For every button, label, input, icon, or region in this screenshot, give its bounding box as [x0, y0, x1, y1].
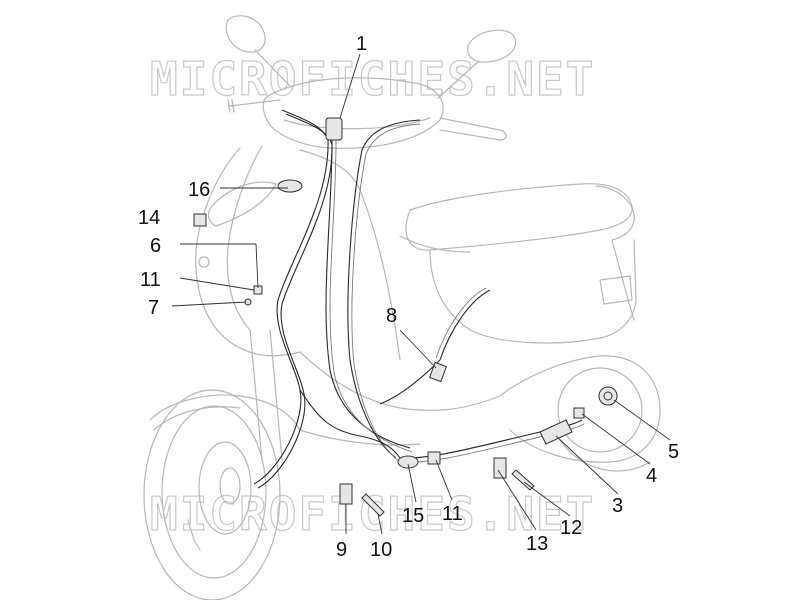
callout-15: 15 [402, 505, 424, 527]
watermark-bottom: MICROFICHES.NET [150, 487, 595, 541]
watermark-top: MICROFICHES.NET [150, 52, 595, 106]
callout-11-left: 11 [140, 269, 161, 291]
callout-7: 7 [148, 297, 159, 319]
callout-1: 1 [356, 33, 367, 55]
cable-assembly [193, 109, 618, 517]
leader-lines [171, 53, 671, 535]
scooter-outline [143, 15, 661, 600]
callout-12: 12 [560, 517, 582, 539]
callout-16: 16 [188, 179, 210, 201]
callout-6: 6 [150, 235, 161, 257]
callout-11-bottom: 11 [442, 503, 463, 525]
callout-8: 8 [386, 305, 397, 327]
callout-10: 10 [370, 539, 392, 561]
callout-5: 5 [668, 441, 679, 463]
callout-9: 9 [336, 539, 347, 561]
callout-labels: 1 16 14 6 11 7 8 5 4 3 12 13 11 15 9 10 [138, 33, 679, 561]
callout-13: 13 [526, 533, 548, 555]
callout-4: 4 [646, 465, 657, 487]
callout-14: 14 [138, 207, 160, 229]
callout-3: 3 [612, 495, 623, 517]
